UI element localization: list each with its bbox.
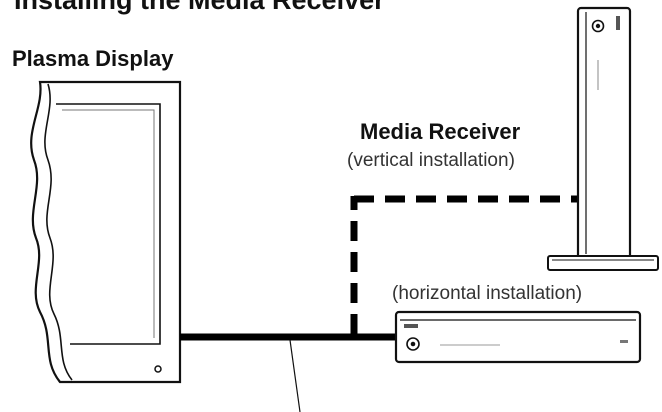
- vertical-receiver-power-button: [591, 19, 605, 33]
- display-outer-frame: [30, 80, 182, 384]
- horizontal-installation-label: (horizontal installation): [392, 283, 583, 304]
- display-wavy-edge-inner: [44, 83, 73, 381]
- vertical-installation-label: (vertical installation): [347, 150, 515, 171]
- connection-cable-dashed: [350, 195, 578, 334]
- plasma-display-illustration: [30, 80, 182, 384]
- plasma-display-label: Plasma Display: [12, 46, 174, 71]
- cable-pointer-line: [289, 339, 301, 412]
- horizontal-receiver-indicator: [620, 340, 628, 343]
- media-receiver-vertical: [547, 6, 659, 271]
- display-screen-edge: [56, 103, 161, 345]
- vertical-receiver-stand: [547, 255, 659, 271]
- vertical-receiver-power-button-inner: [595, 23, 601, 29]
- vertical-receiver-logo: [616, 16, 620, 30]
- display-power-indicator: [154, 365, 162, 373]
- media-receiver-label: Media Receiver: [360, 119, 521, 144]
- horizontal-receiver-body: [394, 310, 642, 364]
- horizontal-receiver-power-button: [406, 337, 420, 351]
- media-receiver-horizontal: [394, 310, 642, 364]
- horizontal-receiver-power-button-inner: [410, 341, 416, 347]
- page-heading: Installing the Media Receiver: [14, 0, 385, 15]
- horizontal-receiver-logo: [404, 324, 418, 328]
- display-screen-edge-shadow: [62, 109, 155, 338]
